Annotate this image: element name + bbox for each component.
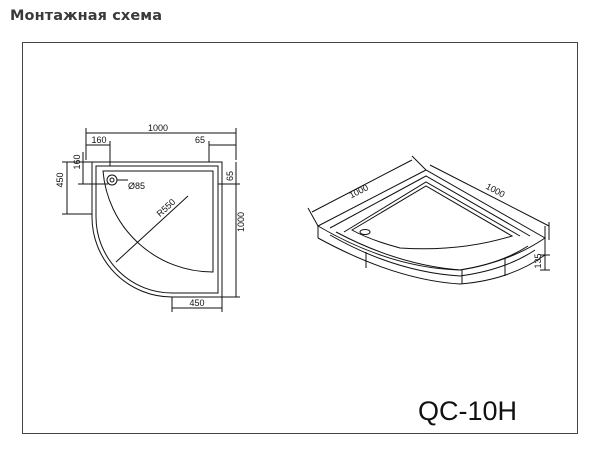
iso-apron-shade-1 <box>329 234 536 277</box>
iso-basin <box>350 185 514 250</box>
iso-dim-line-left <box>307 155 427 227</box>
plan-dim-drain-diameter: Ø85 <box>128 181 145 191</box>
iso-dim-height: 135 <box>533 253 543 268</box>
plan-dim-offset-left: 160 <box>91 135 106 145</box>
plan-view <box>62 128 240 312</box>
dim-line-left-inner <box>78 152 108 185</box>
iso-apron-front <box>317 237 546 285</box>
plan-dim-side-right-small: 65 <box>225 171 235 181</box>
model-label: QC-10H <box>418 396 517 426</box>
iso-apron-shade-2 <box>335 231 529 271</box>
drawing-frame <box>22 42 578 434</box>
drain-hole <box>106 174 118 186</box>
iso-dim-side-left: 1000 <box>347 182 369 200</box>
dim-line-bottom <box>171 297 223 312</box>
tray-outline-rim <box>95 165 219 294</box>
tray-outline-outer <box>91 161 223 298</box>
plan-dim-height-right: 1000 <box>236 212 246 232</box>
plan-dim-height-left-inner: 160 <box>72 154 82 169</box>
plan-dim-offset-right: 65 <box>195 135 205 145</box>
drain-inner <box>109 177 115 183</box>
iso-basin-line-1 <box>343 181 521 237</box>
dim-line-sub-right <box>208 141 236 162</box>
page-heading: Монтажная схема <box>10 8 163 24</box>
iso-dim-line-right <box>429 164 550 240</box>
dim-line-right <box>222 162 240 298</box>
iso-view <box>307 155 550 285</box>
radius-leader <box>115 195 189 263</box>
plan-dim-height-left-outer: 450 <box>55 172 65 187</box>
plan-dim-width-bottom: 450 <box>189 298 204 308</box>
dim-line-sub-left <box>86 141 111 166</box>
iso-rim-inner <box>329 175 531 237</box>
plan-dim-radius: R550 <box>155 197 178 219</box>
dim-line-left-outer <box>62 161 92 215</box>
dim-line-top <box>85 128 237 160</box>
iso-drain <box>359 229 371 235</box>
iso-dim-side-right: 1000 <box>484 181 506 199</box>
iso-dim-line-height <box>540 226 550 271</box>
plan-dim-width-top: 1000 <box>148 123 168 133</box>
tray-basin <box>102 170 214 273</box>
